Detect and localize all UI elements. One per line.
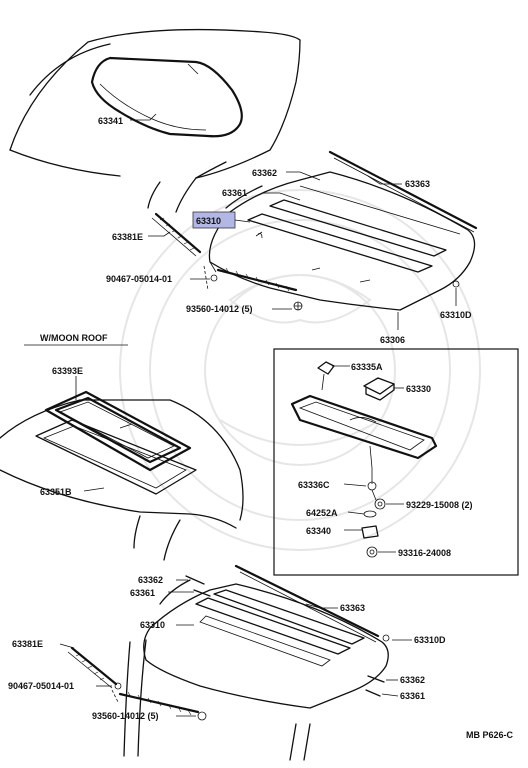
part-label-63381e-bottom: 63381E bbox=[12, 639, 43, 649]
part-label-63362-bottom-b: 63362 bbox=[400, 675, 425, 685]
part-label-63310d-bottom: 63310D bbox=[414, 635, 446, 645]
bottom-drawing bbox=[67, 564, 390, 761]
part-label-63362-bottom-a: 63362 bbox=[138, 575, 163, 585]
part-label-93229: 93229-15008 (2) bbox=[406, 500, 473, 510]
part-label-63310: 63310 bbox=[196, 216, 221, 226]
part-label-63363-bottom: 63363 bbox=[340, 603, 365, 613]
part-label-63310d: 63310D bbox=[440, 310, 472, 320]
part-label-63310-bottom: 63310 bbox=[140, 620, 165, 630]
part-label-63363: 63363 bbox=[405, 179, 430, 189]
bottom-labels: 63362 63361 63363 63310 63310D 63381E 63… bbox=[8, 575, 446, 721]
part-label-63361-bottom-a: 63361 bbox=[130, 588, 155, 598]
part-label-93560: 93560-14012 (5) bbox=[186, 304, 253, 314]
detail-drawing bbox=[290, 361, 438, 558]
part-label-63361-bottom-b: 63361 bbox=[400, 691, 425, 701]
top-roof-drawing bbox=[9, 28, 478, 311]
part-label-63351b: 63351B bbox=[40, 487, 72, 497]
part-label-93316: 93316-24008 bbox=[398, 548, 451, 558]
moonroof-leaders bbox=[75, 376, 105, 492]
part-label-63381e: 63381E bbox=[112, 232, 143, 242]
detail-box bbox=[273, 348, 519, 576]
part-label-63362: 63362 bbox=[252, 168, 277, 178]
part-label-90467: 90467-05014-01 bbox=[106, 274, 172, 284]
section-label-moonroof: W/MOON ROOF bbox=[40, 333, 108, 343]
part-label-63340: 63340 bbox=[306, 526, 331, 536]
part-label-90467-bottom: 90467-05014-01 bbox=[8, 681, 74, 691]
part-label-64252a: 64252A bbox=[306, 508, 338, 518]
top-leaders bbox=[130, 113, 457, 330]
part-label-63335a: 63335A bbox=[351, 362, 383, 372]
part-label-63341: 63341 bbox=[98, 116, 123, 126]
footer-code: MB P626-C bbox=[466, 730, 514, 740]
moonroof-labels: 63393E 63351B bbox=[40, 366, 83, 497]
part-label-63361: 63361 bbox=[222, 188, 247, 198]
part-label-63330: 63330 bbox=[406, 384, 431, 394]
part-label-63393e: 63393E bbox=[52, 366, 83, 376]
top-labels: 63341 63362 63363 63361 63310 63381E 904… bbox=[98, 116, 472, 345]
moonroof-drawing bbox=[0, 390, 244, 561]
part-label-63306: 63306 bbox=[380, 335, 405, 345]
watermark-seal bbox=[119, 189, 481, 551]
part-label-63336c: 63336C bbox=[298, 480, 330, 490]
detail-leaders bbox=[332, 365, 404, 553]
detail-labels: 63335A 63330 63336C 93229-15008 (2) 6425… bbox=[298, 362, 473, 558]
bottom-leaders bbox=[59, 579, 412, 717]
part-label-93560-bottom: 93560-14012 (5) bbox=[92, 711, 159, 721]
